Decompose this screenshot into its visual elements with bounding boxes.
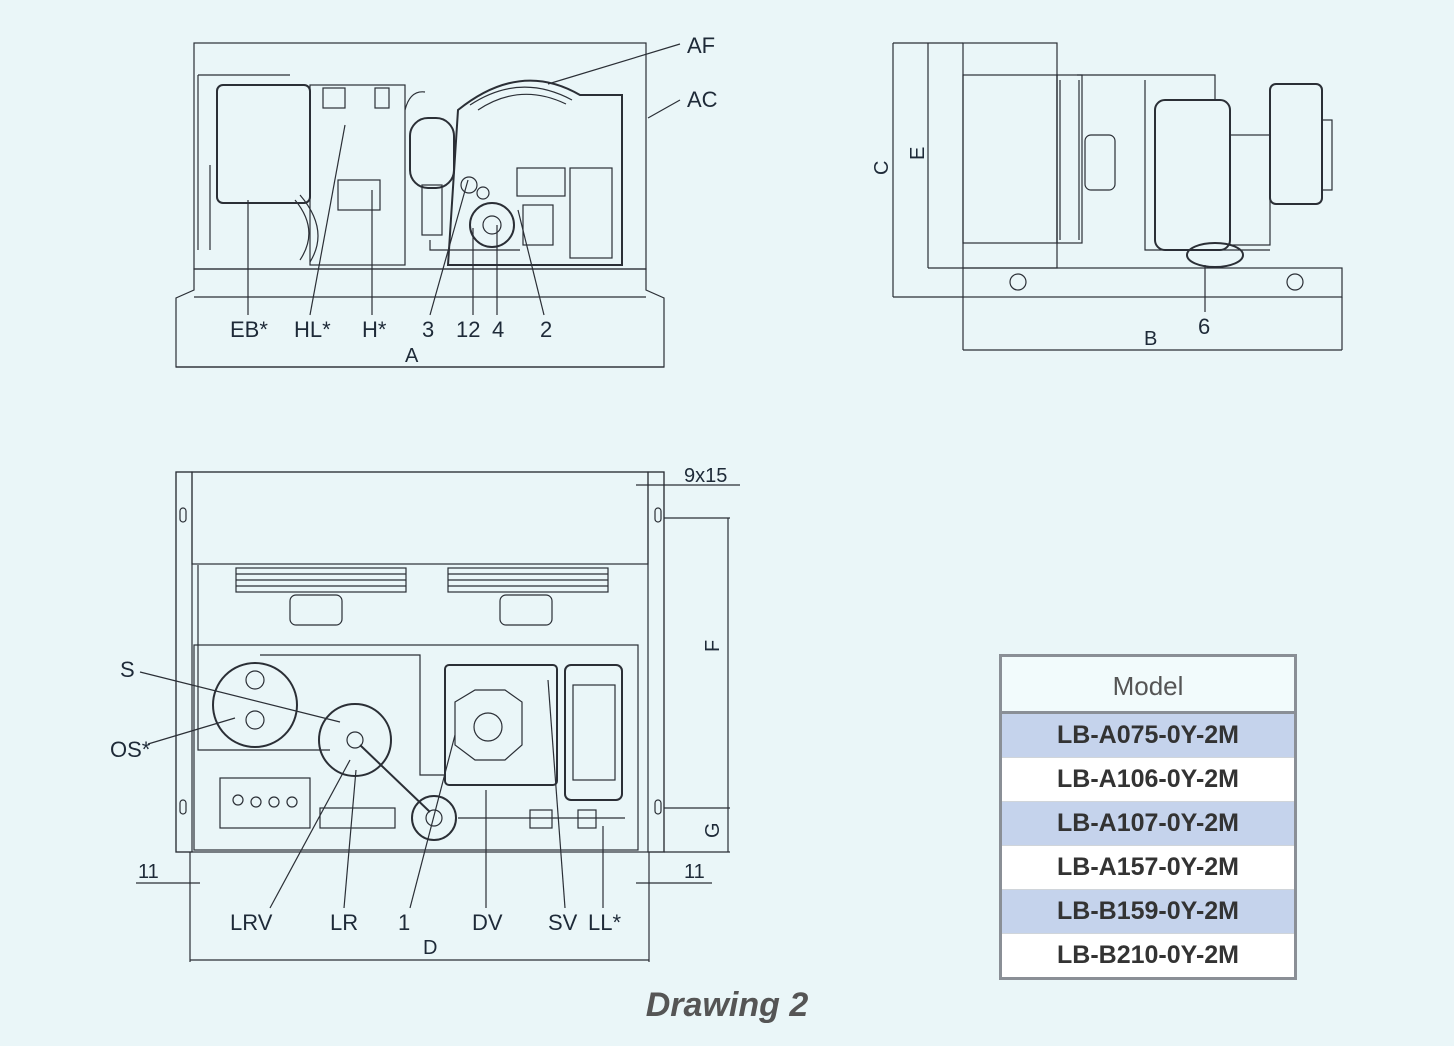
model-table-header: Model xyxy=(1002,657,1294,714)
model-row: LB-B210-0Y-2M xyxy=(1057,941,1239,969)
model-row: LB-A157-0Y-2M xyxy=(1002,846,1294,890)
front-label-3: 3 xyxy=(422,317,434,342)
top-label-lr: LR xyxy=(330,910,358,935)
dimension-11-right: 11 xyxy=(684,861,705,883)
dimension-c: C xyxy=(871,161,893,175)
front-label-h: H* xyxy=(362,317,387,342)
top-label-dv: DV xyxy=(472,910,503,935)
dimension-11-left: 11 xyxy=(138,861,159,883)
side-view: C E B 6 xyxy=(871,42,1343,351)
dimension-b: B xyxy=(1144,328,1157,350)
top-label-s: S xyxy=(120,657,135,682)
dimension-slot: 9x15 xyxy=(684,465,727,487)
model-row: LB-A075-0Y-2M xyxy=(1002,714,1294,758)
front-label-4: 4 xyxy=(492,317,504,342)
model-row: LB-A106-0Y-2M xyxy=(1002,758,1294,802)
model-row: LB-B159-0Y-2M xyxy=(1002,890,1294,934)
dimension-f: F xyxy=(702,640,724,652)
drawing-caption: Drawing 2 xyxy=(645,986,809,1024)
dimension-e: E xyxy=(907,147,929,160)
dimension-a: A xyxy=(405,345,419,367)
top-label-1: 1 xyxy=(398,910,410,935)
model-table: Model LB-A075-0Y-2M LB-A106-0Y-2M LB-A10… xyxy=(999,654,1297,980)
dimension-d: D xyxy=(423,937,437,959)
front-label-eb: EB* xyxy=(230,317,268,342)
technical-drawing: AF AC EB* HL* H* 3 12 4 2 A xyxy=(110,33,1343,962)
top-view: 9x15 S OS* F G 11 11 LRV LR 1 DV SV LL* … xyxy=(110,465,740,962)
dimension-g: G xyxy=(702,822,724,838)
front-label-hl: HL* xyxy=(294,317,331,342)
front-label-ac: AC xyxy=(687,87,718,112)
front-view: AF AC EB* HL* H* 3 12 4 2 A xyxy=(175,33,718,368)
model-row: LB-A107-0Y-2M xyxy=(1002,802,1294,846)
top-label-sv: SV xyxy=(548,910,578,935)
front-label-2: 2 xyxy=(540,317,552,342)
top-label-lrv: LRV xyxy=(230,910,273,935)
front-label-af: AF xyxy=(687,33,715,58)
front-label-12: 12 xyxy=(456,317,480,342)
top-label-os: OS* xyxy=(110,737,151,762)
side-label-6: 6 xyxy=(1198,314,1210,339)
top-label-ll: LL* xyxy=(588,910,621,935)
